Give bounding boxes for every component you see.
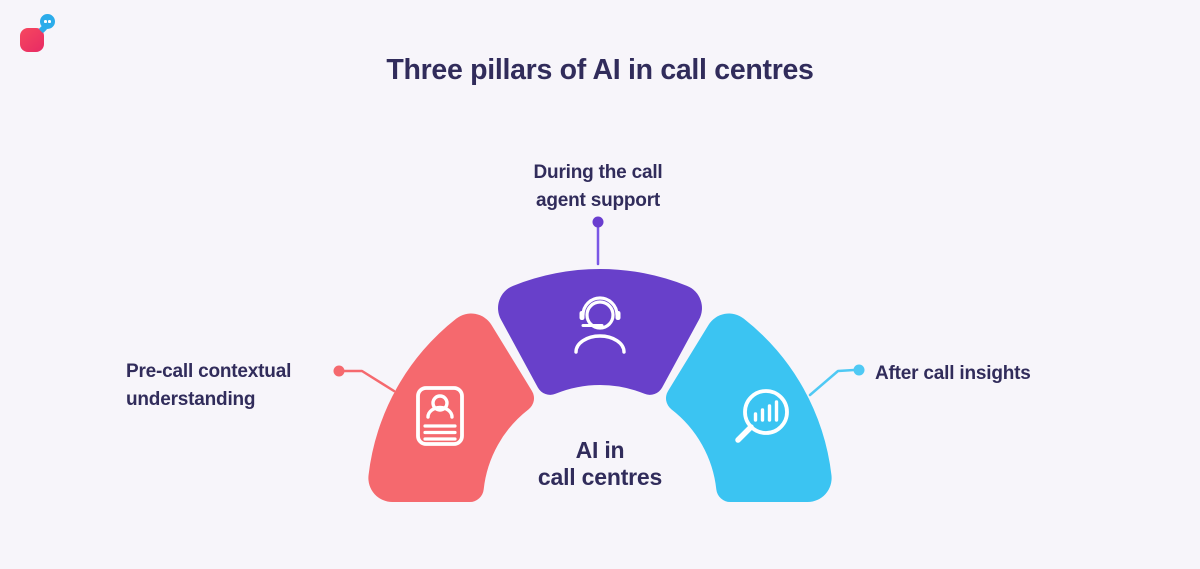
- label-line: understanding: [126, 389, 256, 410]
- label-during-call: During the call agent support: [448, 159, 748, 215]
- agent-shoulders: [574, 334, 626, 354]
- logo-square: [20, 28, 44, 52]
- headset-band: [581, 296, 619, 317]
- segment-pre-call: [368, 313, 535, 502]
- id-card-icon: [416, 386, 464, 446]
- arch-center-label: AI in call centres: [450, 437, 750, 491]
- segment-after-call: [665, 313, 832, 502]
- chat-app-logo: [0, 0, 70, 70]
- pre-call-connector-line: [342, 369, 396, 393]
- chat-bubble-icon: [40, 14, 55, 29]
- card-person-head: [431, 394, 449, 412]
- label-pre-call: Pre-call contextual understanding: [126, 358, 291, 414]
- page-title: Three pillars of AI in call centres: [386, 54, 814, 86]
- chart-bars: [753, 400, 779, 422]
- label-line: Pre-call contextual: [126, 361, 292, 382]
- label-line: call centres: [537, 464, 663, 490]
- agent-head: [585, 300, 615, 330]
- pre-call-connector-dot: [333, 365, 345, 377]
- headset-earpiece-left: [579, 311, 585, 320]
- magnifier-glass: [743, 389, 789, 435]
- card-text-lines: [423, 424, 457, 441]
- bubble-dot: [44, 20, 47, 23]
- magnifier-handle: [735, 424, 754, 443]
- bubble-dot: [48, 20, 51, 23]
- after-call-connector-line: [808, 368, 856, 397]
- card-outline: [416, 386, 464, 446]
- label-line: AI in: [575, 437, 625, 463]
- magnifier-chart-icon: [735, 389, 789, 443]
- label-line: agent support: [535, 190, 661, 211]
- label-after-call: After call insights: [875, 360, 1031, 388]
- headset-earpiece-right: [615, 311, 621, 320]
- card-person-shoulders: [426, 405, 454, 419]
- label-line: During the call: [533, 162, 663, 183]
- label-line: After call insights: [875, 363, 1031, 384]
- headset-agent-icon: [574, 296, 626, 354]
- segment-during-call: [498, 268, 702, 395]
- after-call-connector-dot: [853, 364, 865, 376]
- during-call-connector-dot: [592, 216, 604, 228]
